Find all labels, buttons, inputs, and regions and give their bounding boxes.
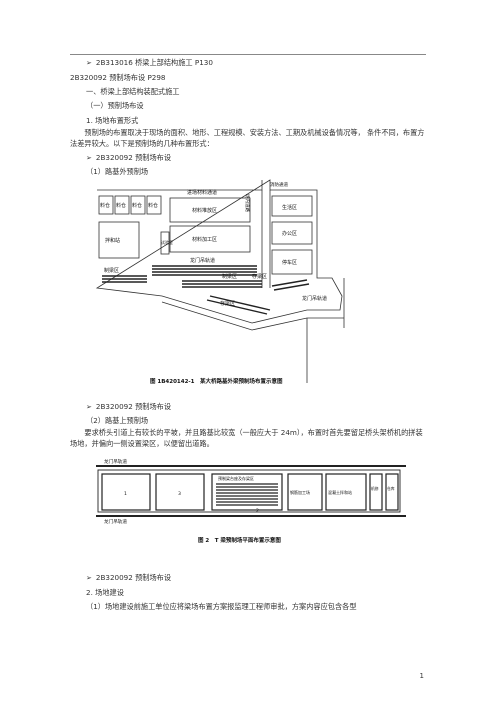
living-box [271,195,313,217]
label-material-process: 材料加工区 [192,236,217,243]
label-material-road: 进场材料通道 [187,189,217,196]
label-beam-pedestal: 预制梁台座及存梁区 [218,475,254,481]
zone-box-1 [101,473,151,511]
arrow-bullet-icon: ➢ [86,154,92,162]
beam-pedestal-box [211,473,283,511]
label-bin-4: 料仓 [148,202,158,209]
label-gantry-track-2: 龙门吊轨道 [302,295,327,302]
heading-line-1: ➢2B313016 桥梁上部结构施工 P130 [86,58,213,67]
concrete-box [325,473,367,511]
label-gantry-track-1: 龙门吊轨道 [190,257,215,264]
label-beam-zone-1: 制梁区 [222,273,237,280]
label-storage-zone-1: 存梁区 [252,273,267,280]
label-bottom-track: 龙门吊轨道 [104,518,127,525]
steel-box [287,473,323,511]
label-marker-2: 2 [256,508,259,514]
subheading-onroad: （2）路基上预制场 [86,416,149,425]
label-warehouse: 仓库 [387,486,395,491]
label-parking: 停车区 [282,259,297,266]
heading-line-3: ➢2B320092 预制场布设 [86,153,172,162]
bin-4 [146,195,162,215]
heading-line-4: ➢2B320092 预制场布设 [86,402,172,411]
mixing-station-box [98,221,140,259]
lab-box [160,231,170,255]
arrow-bullet-icon: ➢ [86,403,92,411]
figure-2-caption: 图 2 T 梁预制场平面布置示意图 [198,536,281,544]
label-concrete-plant: 混凝土拌和站 [328,489,352,495]
subheading-offroad: （1）路基外预制场 [86,167,149,176]
page-number: 1 [419,672,424,680]
arrow-bullet-icon: ➢ [86,574,92,582]
label-mixing-station: 拌和站 [105,237,120,244]
label-inner-road: 场内道路 [244,194,251,212]
label-fire-road: 消防通道 [270,181,288,188]
label-lab: 试验室 [161,239,173,245]
heading-line-2: 2B320092 预制场布设 P298 [70,73,166,82]
subsection-title: （一）预制场布设 [86,101,144,110]
label-material-store: 材料堆放区 [192,207,217,214]
heading-line-5: ➢2B320092 预制场布设 [86,573,172,582]
bottom-road [161,301,344,331]
figure-offroad-precast-yard: 料仓 料仓 料仓 料仓 进场材料通道 材料堆放区 材料加工区 试验室 拌和站 生… [95,179,345,385]
label-bin-2: 料仓 [116,202,126,209]
label-zone-3: 3 [178,491,181,497]
zone-box-3 [155,473,205,511]
bin-1 [98,195,114,215]
label-repair: 机修 [371,486,379,491]
arrow-bullet-icon: ➢ [86,59,92,67]
figure-1-caption: 图 1B420142-1 某大桥路基外梁预制场布置示意图 [150,377,283,385]
label-top-track: 龙门吊轨道 [104,458,127,465]
warehouse-box [385,473,399,511]
bin-3 [130,195,146,215]
label-storage-zone-2: 存梁区 [220,300,235,307]
material-process-box [169,225,251,253]
label-bin-1: 料仓 [100,202,110,209]
material-store-box [169,197,251,223]
office-box [271,221,313,245]
repair-box [369,473,383,511]
bin-2 [114,195,130,215]
label-bin-3: 料仓 [132,202,142,209]
header-rule [70,54,426,55]
item-title-site: 2. 场地建设 [86,588,124,597]
paragraph-onroad: 要求桥头引道上有较长的平坡，并且路基比较宽（一般应大于 24m），布置时首先要留… [70,428,423,448]
label-zone-1: 1 [124,491,127,497]
paragraph-layout-intro: 预制场的布置取决于现场的面积、地形、工程规模、安装方法、工期及机械设备情况等， … [70,128,425,148]
label-office: 办公区 [282,230,297,237]
section-title: 一、桥梁上部结构装配式施工 [86,87,180,96]
label-steel-shop: 钢筋加工场 [290,489,310,495]
figure-onroad-precast-yard: 龙门吊轨道 龙门吊轨道 1 3 预制梁台座及存梁区 2 钢筋加工场 混凝土拌和站… [96,458,406,544]
label-beam-zone-2: 制梁区 [104,267,119,274]
item-title: 1. 场地布置形式 [86,116,139,125]
parking-box [271,249,313,275]
label-living: 生活区 [282,204,297,211]
paragraph-site-build: （1）场地建设前施工单位应将梁场布置方案报监理工程师审批，方案内容应包含各型 [86,602,357,611]
yard-frame [97,469,401,513]
